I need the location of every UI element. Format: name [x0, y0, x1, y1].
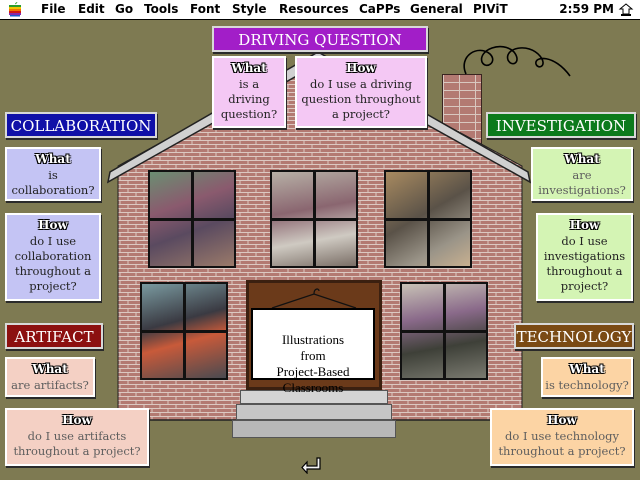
menu-font[interactable]: Font: [190, 2, 221, 16]
investigation-what-label: What: [564, 152, 600, 166]
collaboration-how-text: do I use collaboration throughout a proj…: [14, 234, 92, 293]
technology-how-card[interactable]: How do I use technology throughout a pro…: [490, 408, 634, 466]
investigation-what-card[interactable]: What are investigations?: [531, 147, 633, 201]
investigation-how-text: do I use investigations throughout a pro…: [543, 234, 626, 293]
driving-question-title: DRIVING QUESTION: [238, 31, 402, 49]
chimney-smoke: [463, 45, 571, 77]
collaboration-what-text: is collaboration?: [11, 168, 95, 197]
illustrations-sign[interactable]: Illustrations from Project-Based Classro…: [251, 308, 375, 395]
artifact-what-card[interactable]: What are artifacts?: [5, 357, 95, 397]
window-top-right: [384, 170, 472, 268]
artifact-what-label: What: [32, 362, 68, 376]
artifact-how-label: How: [62, 413, 92, 427]
menu-pivit[interactable]: PIViT: [473, 2, 508, 16]
menu-resources[interactable]: Resources: [279, 2, 349, 16]
artifact-how-text: do I use artifacts throughout a project?: [13, 429, 141, 458]
menu-go[interactable]: Go: [115, 2, 134, 16]
technology-what-card[interactable]: What is technology?: [541, 357, 633, 397]
menu-style[interactable]: Style: [232, 2, 267, 16]
driving-what-label: What: [231, 61, 267, 75]
technology-title: TECHNOLOGY: [516, 328, 632, 346]
driving-how-label: How: [346, 61, 376, 75]
illustrations-sign-label: Illustrations from Project-Based Classro…: [276, 332, 350, 395]
menu-tools[interactable]: Tools: [144, 2, 179, 16]
technology-how-label: How: [547, 413, 577, 427]
driving-how-card[interactable]: How do I use a driving question througho…: [295, 56, 427, 128]
menu-clock[interactable]: 2:59 PM: [559, 2, 614, 16]
front-steps-base: [232, 420, 396, 438]
chimney: [442, 74, 482, 172]
artifact-how-card[interactable]: How do I use artifacts throughout a proj…: [5, 408, 149, 466]
driving-how-text: do I use a driving question throughout a…: [301, 77, 421, 121]
technology-what-text: is technology?: [545, 378, 629, 392]
return-arrow-icon[interactable]: [300, 456, 322, 474]
menu-general[interactable]: General: [410, 2, 463, 16]
investigation-how-card[interactable]: How do I use investigations throughout a…: [536, 213, 633, 301]
collaboration-what-card[interactable]: What is collaboration?: [5, 147, 101, 201]
app-switcher-icon[interactable]: [618, 2, 634, 17]
window-top-center: [270, 170, 358, 268]
driving-what-card[interactable]: What is a driving question?: [212, 56, 286, 128]
menu-edit[interactable]: Edit: [78, 2, 105, 16]
artifact-what-text: are artifacts?: [11, 378, 89, 392]
investigation-how-label: How: [569, 218, 600, 232]
menu-capps[interactable]: CaPPs: [359, 2, 401, 16]
menu-file[interactable]: File: [41, 2, 66, 16]
technology-what-label: What: [569, 362, 605, 376]
collaboration-title: COLLABORATION: [10, 117, 152, 135]
investigation-header[interactable]: INVESTIGATION: [486, 112, 636, 138]
menu-bar: File Edit Go Tools Font Style Resources …: [0, 0, 640, 20]
window-top-left: [148, 170, 236, 268]
collaboration-header[interactable]: COLLABORATION: [5, 112, 157, 138]
collaboration-how-card[interactable]: How do I use collaboration throughout a …: [5, 213, 101, 301]
apple-icon[interactable]: [8, 1, 22, 17]
collaboration-what-label: What: [35, 152, 71, 166]
front-steps-lower: [236, 404, 392, 420]
investigation-what-text: are investigations?: [538, 168, 626, 197]
artifact-header[interactable]: ARTIFACT: [5, 323, 103, 349]
artifact-title: ARTIFACT: [14, 328, 94, 346]
window-bottom-left: [140, 282, 228, 380]
driving-what-text: is a driving question?: [220, 77, 278, 121]
window-bottom-right: [400, 282, 488, 380]
driving-question-header[interactable]: DRIVING QUESTION: [212, 26, 428, 52]
collaboration-how-label: How: [38, 218, 68, 232]
technology-header[interactable]: TECHNOLOGY: [514, 323, 634, 349]
investigation-title: INVESTIGATION: [495, 117, 627, 135]
technology-how-text: do I use technology throughout a project…: [498, 429, 626, 458]
sign-hanger: [271, 288, 357, 309]
